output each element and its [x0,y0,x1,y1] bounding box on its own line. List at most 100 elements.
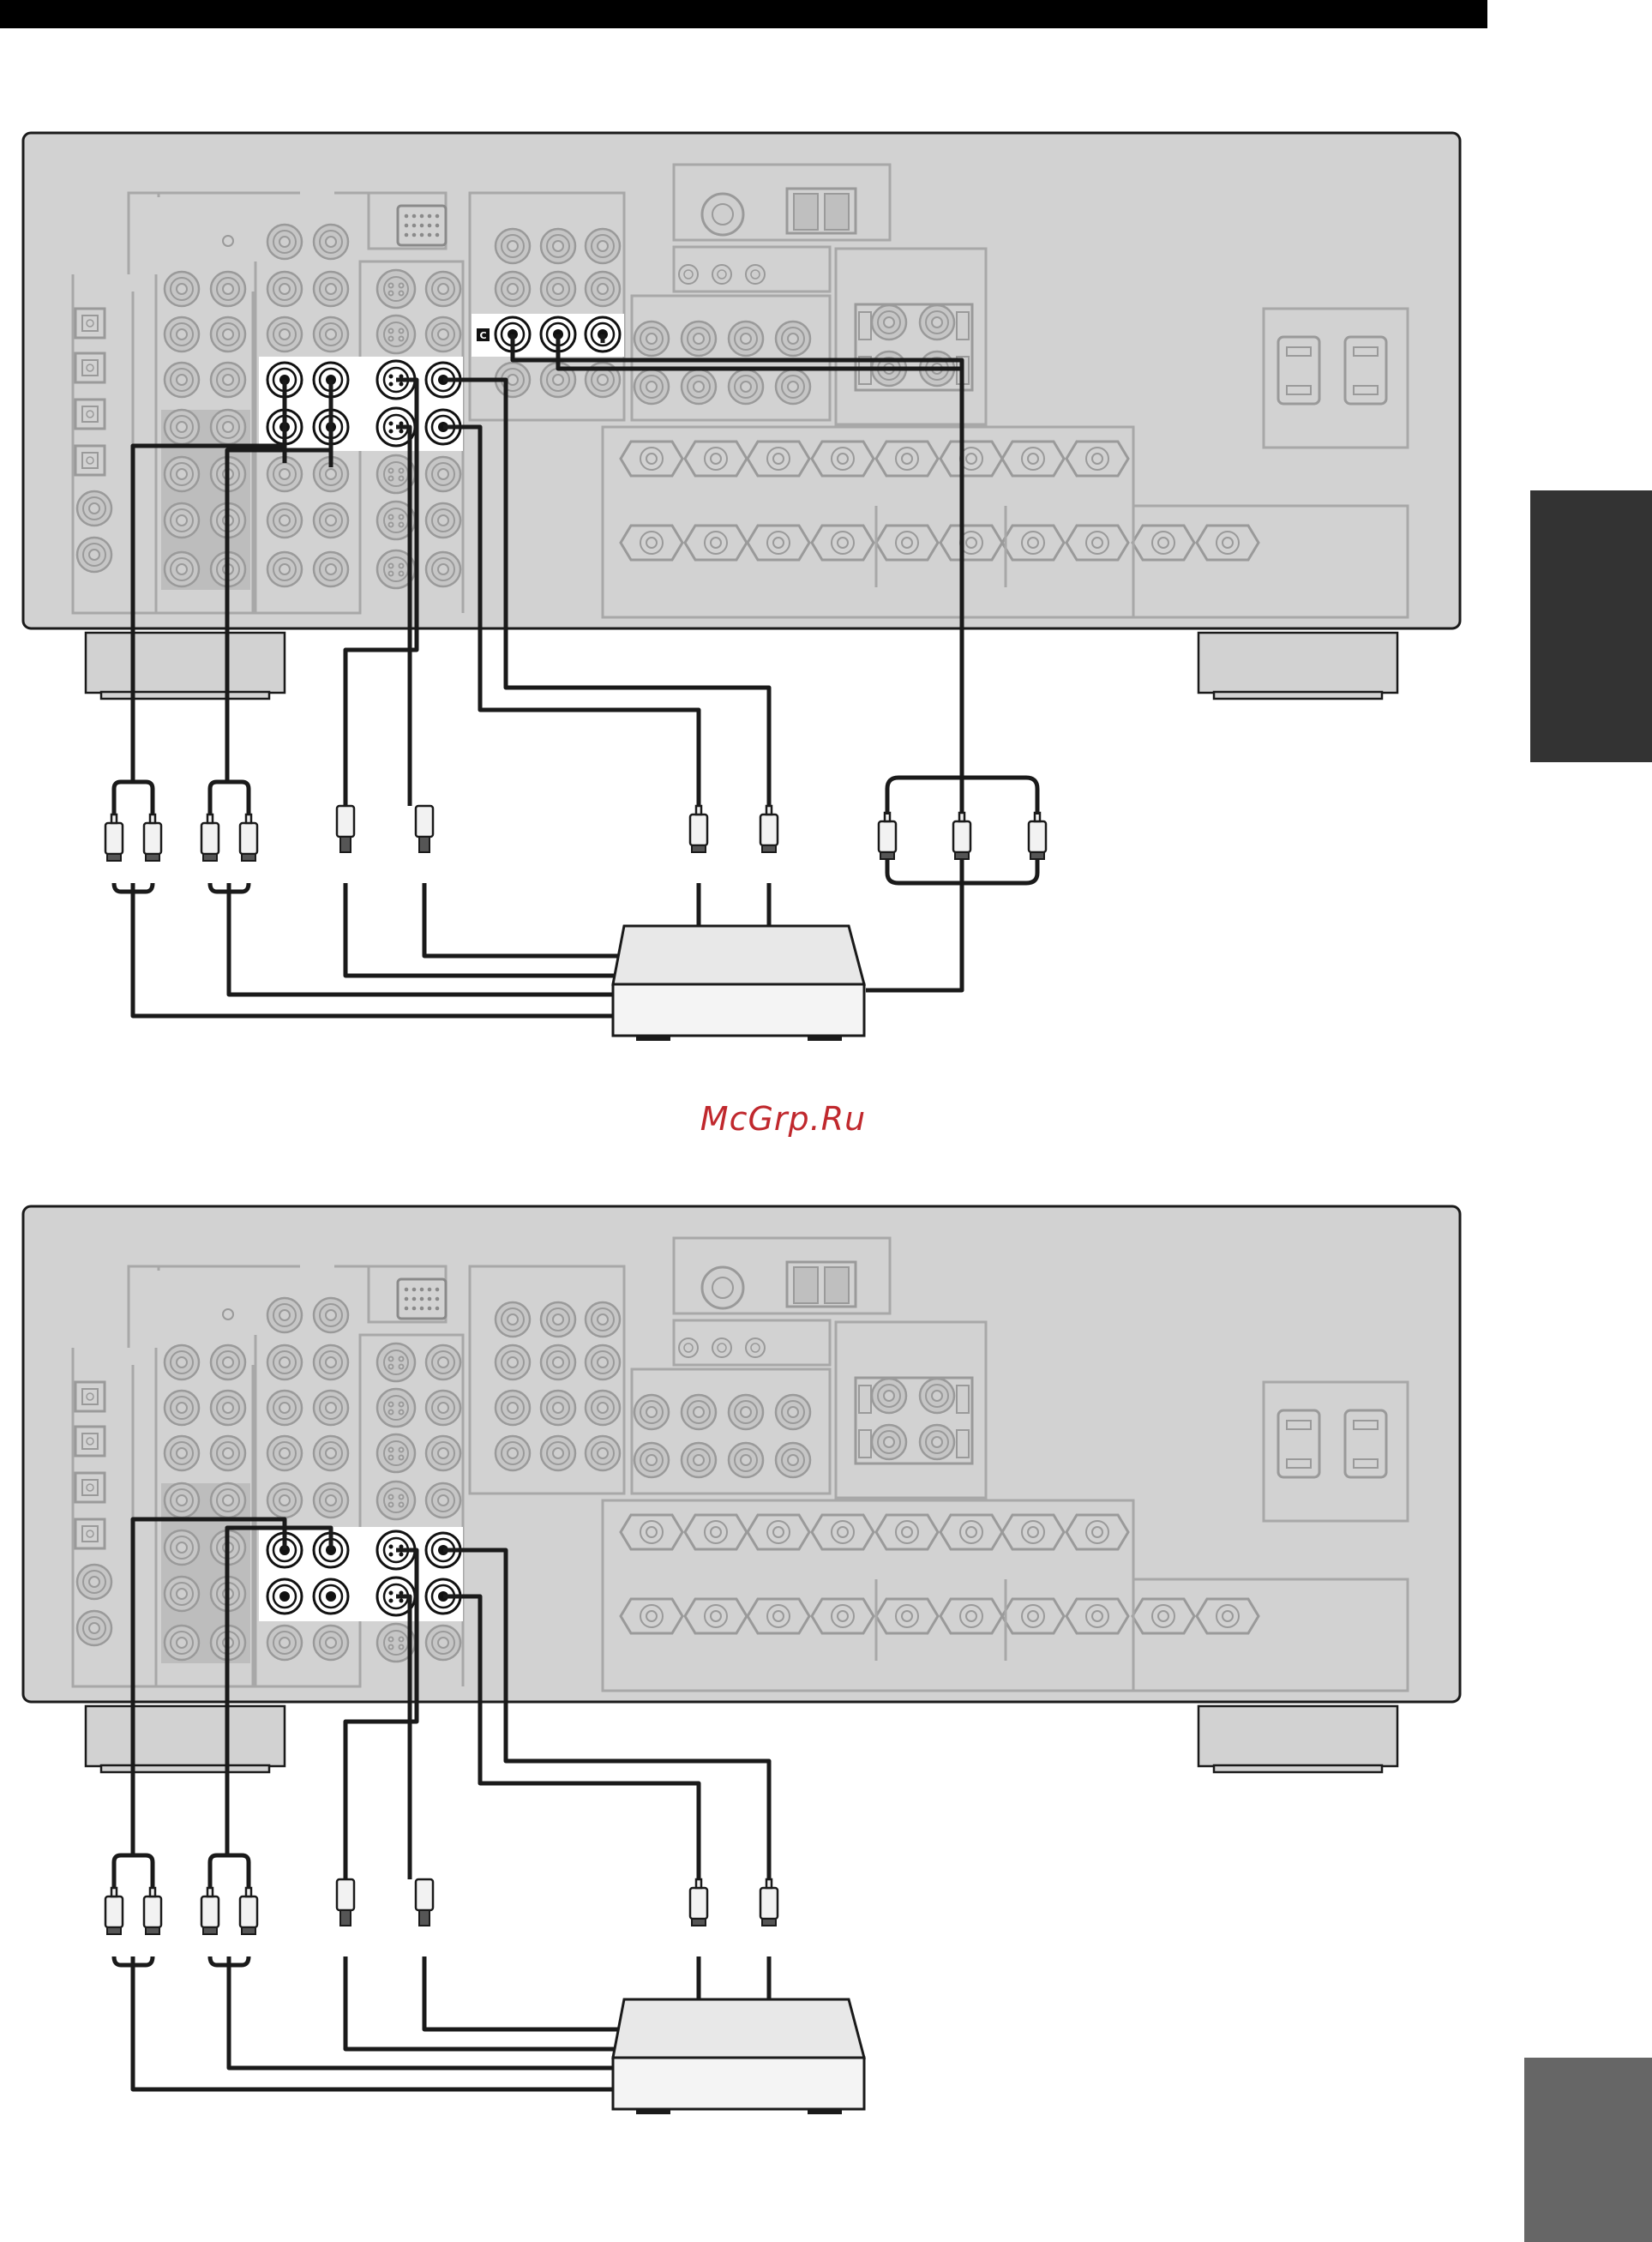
audio-jack [165,457,199,491]
jack-center [788,1455,798,1465]
dsub-pin [436,1288,440,1292]
multichannel-jack [682,370,716,404]
vcr-cable [424,883,624,956]
jack-center [223,1357,233,1367]
svideo-jack [377,270,415,308]
rca-video-plug [690,1879,707,1926]
dsub-pin [405,1297,409,1301]
audio-jack [314,272,348,306]
video-jack [426,1345,460,1379]
plug-tip [766,1879,772,1888]
optical-port-frame [75,400,105,429]
jack-center [508,1448,518,1458]
small-control-jack [712,265,731,284]
jack-center [884,1391,894,1401]
svideo-ring [377,1482,415,1519]
svideo-pin [389,1495,393,1500]
jack-center [279,469,290,479]
dsub-pin [420,1288,424,1292]
jack-center [508,1357,518,1367]
multichannel-jack [776,322,810,356]
multichannel-jack [682,1443,716,1477]
audio-jack [314,225,348,259]
dsub-pin [428,224,432,228]
svideo-plug-grip [340,837,351,852]
receiver-foot-right [1198,633,1397,693]
jack-center [279,1403,290,1413]
small-jack-ring [746,1338,765,1357]
plug-collar [107,854,121,861]
plug-body [105,1896,123,1927]
multichannel-jack [682,322,716,356]
antenna-outer [702,1267,743,1308]
dsub-pin [436,214,440,219]
svideo-pin [389,430,393,434]
jack-center [177,284,187,294]
audio-jack [267,225,302,259]
audio-jack [267,552,302,586]
svideo-pin [399,477,404,481]
connected-audio-jack-left [267,1579,302,1614]
audio-jack [314,317,348,352]
jack-center [741,1455,751,1465]
jack-center [598,1403,608,1413]
jack-center [177,515,187,526]
vcr-top-surface [613,926,864,984]
svideo-pin [389,382,393,387]
svideo-plug-grip [419,1910,430,1926]
dsub-pin [436,233,440,237]
audio-jack [267,1626,302,1660]
svideo-pin [399,1403,404,1407]
vcr-top-surface [613,1999,864,2058]
vcr-device [613,926,864,1041]
vcr-foot-left [636,2109,670,2114]
plug-tip [246,1888,251,1896]
audio-jack [211,1345,245,1379]
svideo-pin [389,1403,393,1407]
plug-tip [959,813,964,821]
small-jack-ring [679,1338,698,1357]
plug-body [201,823,219,854]
audio-jack [267,317,302,352]
rca-video-plug [760,1879,778,1926]
optical-port-frame [75,309,105,338]
jack-center [326,515,336,526]
plug-tip [150,1888,155,1896]
dsub-pin [428,214,432,219]
svideo-pin [389,292,393,296]
svideo-pin [399,1553,404,1557]
audio-jack [165,1345,199,1379]
jack-center [438,515,448,526]
plug-collar [692,845,706,852]
audio-jack [314,1345,348,1379]
plug-collar [203,854,217,861]
rca-audio-plug [201,814,219,861]
svideo-ring [377,1389,415,1427]
small-jack-ring [746,265,765,284]
svideo-ring [377,1343,415,1381]
svideo-plug [337,1879,354,1926]
svideo-pin [389,1456,393,1460]
optical-input-port [75,1519,105,1548]
jack-center [89,550,99,560]
svideo-pin [389,564,393,568]
vcr-device [613,1999,864,2114]
coaxial-jack [77,491,111,526]
dsub-pin [436,1307,440,1311]
jack-center [553,1314,563,1325]
jack-center [741,382,751,392]
jack-center [598,1314,608,1325]
dsub-pin [428,1307,432,1311]
connected-audio-jack-right [314,1579,348,1614]
svideo-pin [389,1448,393,1452]
audio-jack [267,1298,302,1332]
fm-antenna-jack [702,1267,743,1308]
svideo-pin [389,1357,393,1361]
video-jack [426,1436,460,1470]
svideo-pin [399,337,404,341]
jack-center [326,1310,336,1320]
vcr-foot-right [808,2109,842,2114]
preout-switch [957,312,969,340]
jack-center [89,1623,99,1633]
jack-center [694,334,704,344]
